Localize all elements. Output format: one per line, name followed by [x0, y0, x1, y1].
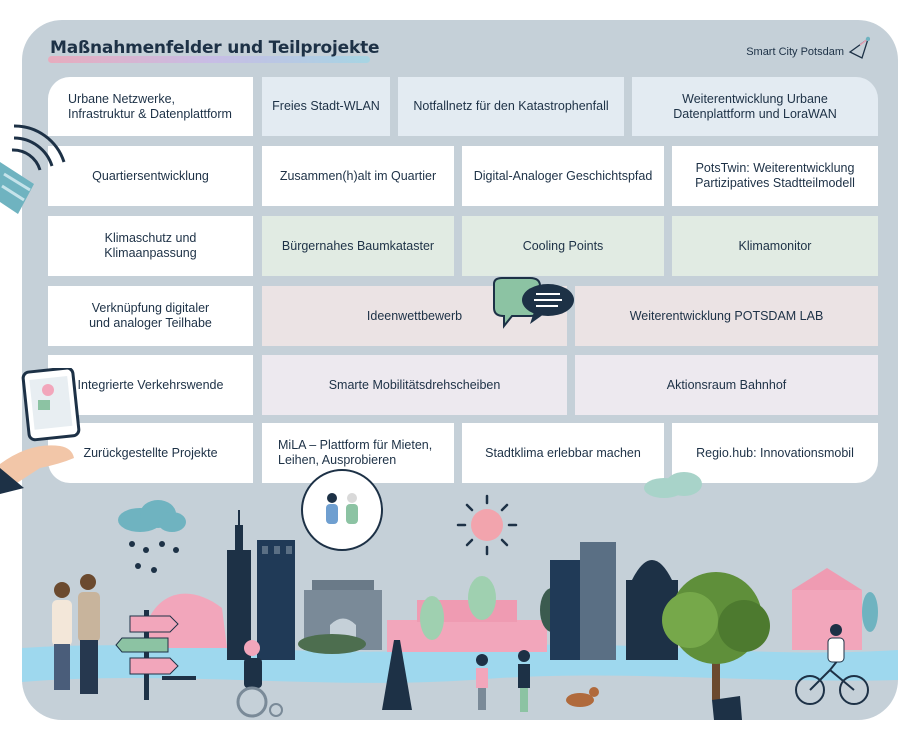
project-zusammenhalt-quartier[interactable]: Zusammen(h)alt im Quartier [262, 146, 454, 206]
field-klimaschutz: Klimaschutz und Klimaanpassung [48, 216, 253, 276]
smartphone-map-icon [0, 368, 81, 494]
signpost-icon [115, 610, 179, 700]
overview-board: Maßnahmenfelder und Teilprojekte Smart C… [22, 20, 898, 720]
tree-icon [662, 572, 770, 700]
title-underline [48, 56, 370, 63]
project-freies-stadt-wlan[interactable]: Freies Stadt-WLAN [262, 77, 390, 136]
cat-icon [566, 687, 599, 707]
kids [476, 650, 530, 712]
wifi-signal-icon [0, 124, 66, 214]
project-potsdam-lab[interactable]: Weiterentwicklung POTSDAM LAB [575, 286, 878, 346]
field-verkehrswende: Integrierte Verkehrswende [48, 355, 253, 415]
skyline-right [550, 542, 678, 660]
brand-logo-icon [848, 36, 870, 59]
skyline-left [227, 510, 295, 660]
cyclist-icon [795, 624, 869, 705]
project-regio-hub[interactable]: Regio.hub: Innovationsmobil [672, 423, 878, 483]
project-cooling-points[interactable]: Cooling Points [462, 216, 664, 276]
people-circle-icon [301, 469, 383, 551]
city-illustration [22, 469, 898, 720]
wheelchair-user-icon [236, 640, 283, 718]
project-notfallnetz[interactable]: Notfallnetz für den Katastrophenfall [398, 77, 624, 136]
brand-label: Smart City Potsdam [746, 46, 844, 58]
page-title: Maßnahmenfelder und Teilprojekte [50, 38, 380, 58]
project-aktionsraum-bahnhof[interactable]: Aktionsraum Bahnhof [575, 355, 878, 415]
field-zurueckgestellt: Zurückgestellte Projekte [48, 423, 253, 483]
cloud-icon [644, 472, 702, 498]
walking-people-icon [52, 574, 100, 694]
colonnade [387, 600, 547, 652]
project-mobilitaetsdrehscheiben[interactable]: Smarte Mobilitätsdrehscheiben [262, 355, 567, 415]
chat-bubbles-icon [493, 277, 574, 329]
sun-icon [456, 494, 518, 556]
project-potstwin[interactable]: PotsTwin: Weiterentwicklung Partizipativ… [672, 146, 878, 206]
project-stadtklima[interactable]: Stadtklima erlebbar machen [462, 423, 664, 483]
field-urbane-netzwerke: Urbane Netzwerke, Infrastruktur & Datenp… [48, 77, 253, 136]
project-geschichtspfad[interactable]: Digital-Analoger Geschichtspfad [462, 146, 664, 206]
project-baumkataster[interactable]: Bürgernahes Baumkataster [262, 216, 454, 276]
field-quartiersentwicklung: Quartiersentwicklung [48, 146, 253, 206]
field-teilhabe: Verknüpfung digitaler und analoger Teilh… [48, 286, 253, 346]
project-datenplattform-lorawan[interactable]: Weiterentwicklung Urbane Datenplattform … [632, 77, 878, 136]
rain-cloud-icon [118, 500, 186, 573]
project-klimamonitor[interactable]: Klimamonitor [672, 216, 878, 276]
pink-house [792, 568, 862, 650]
